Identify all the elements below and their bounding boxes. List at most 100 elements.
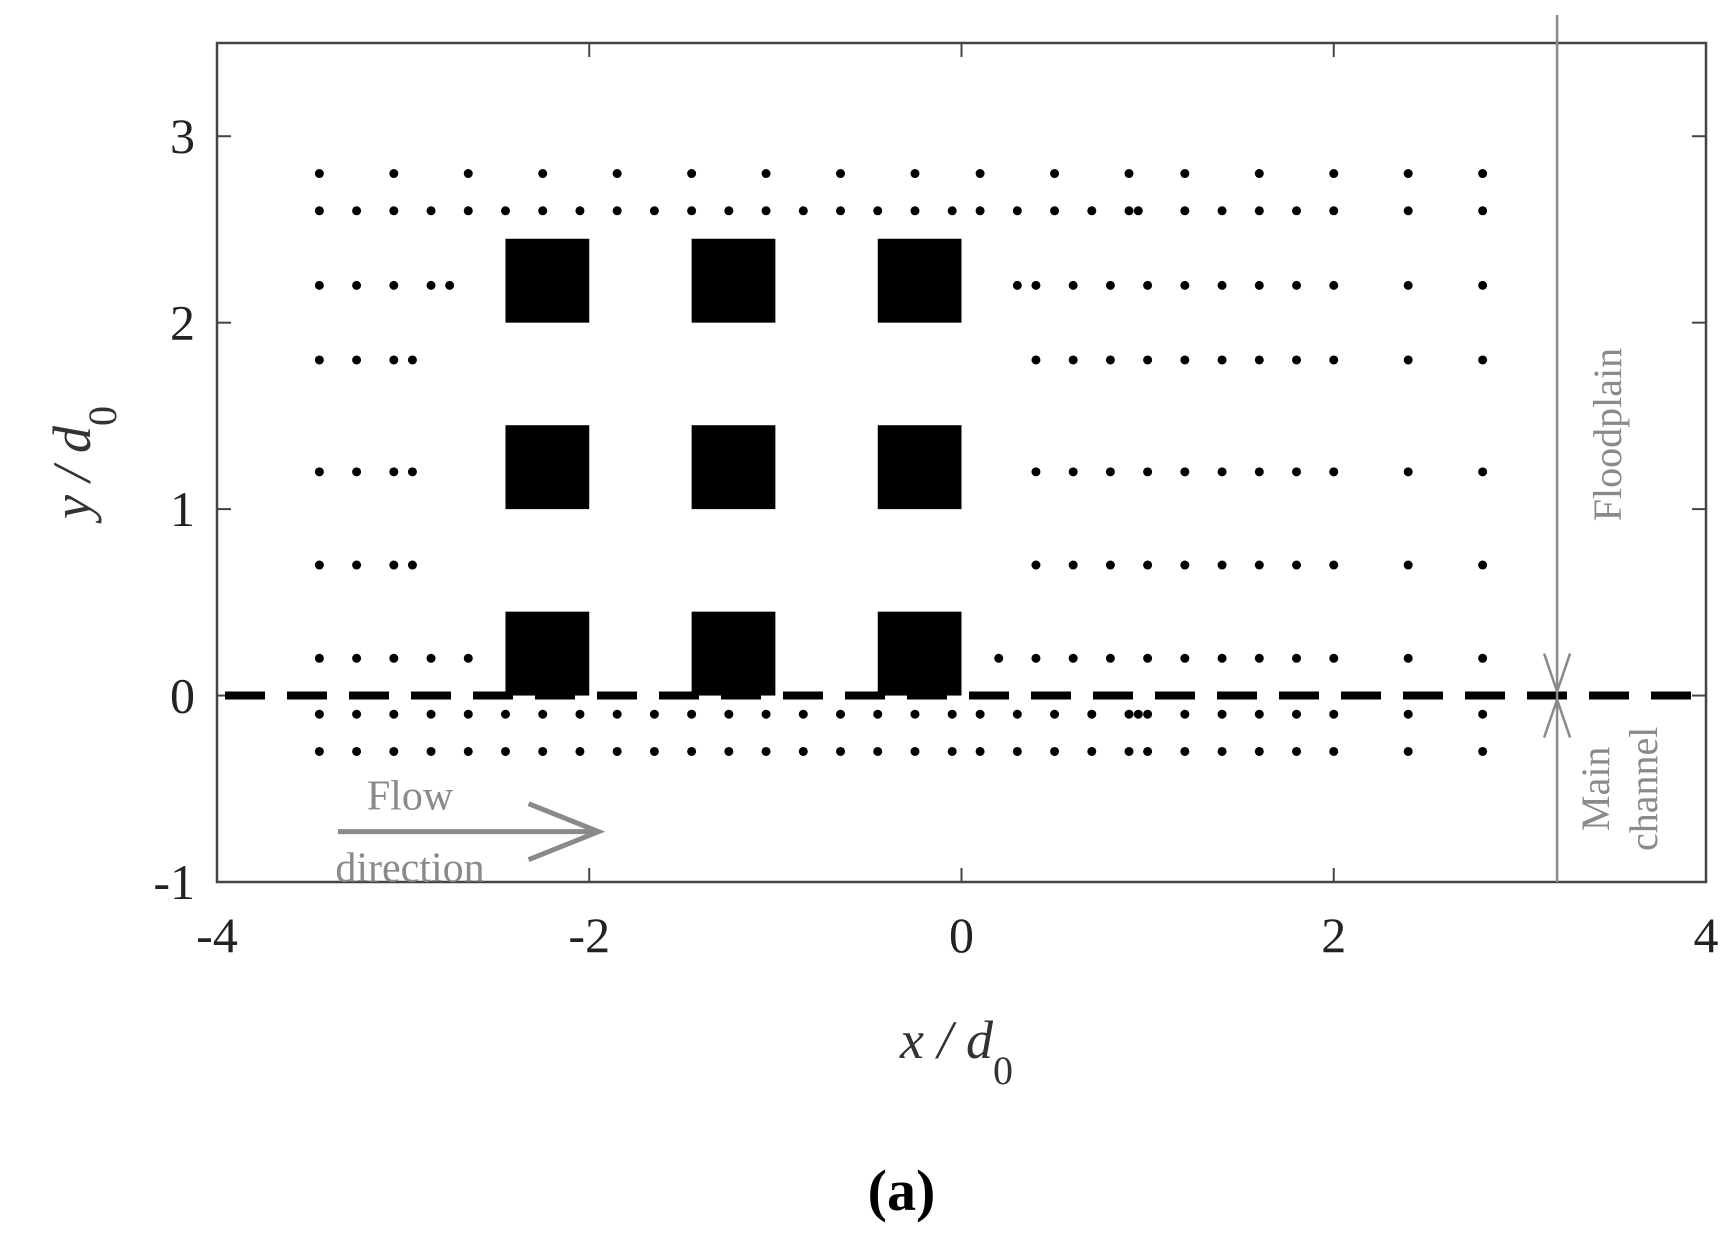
measurement-point: [1031, 653, 1041, 663]
x-tick-label: 4: [1694, 907, 1719, 963]
measurement-point: [1143, 746, 1153, 756]
y-axis-label-main: y / d: [42, 425, 102, 524]
measurement-point: [1478, 653, 1488, 663]
measurement-point: [1180, 709, 1190, 719]
measurement-point: [1012, 280, 1022, 290]
measurement-point: [975, 206, 985, 216]
measurement-point: [463, 206, 473, 216]
measurement-point: [314, 169, 324, 179]
measurement-point: [1143, 709, 1153, 719]
measurement-point: [1403, 206, 1413, 216]
y-tick-label: 1: [170, 481, 195, 537]
measurement-point: [1329, 746, 1339, 756]
measurement-point: [407, 560, 417, 570]
measurement-point: [836, 169, 846, 179]
measurement-point: [1292, 355, 1302, 365]
measurement-point: [1329, 355, 1339, 365]
x-tick-label: -2: [568, 907, 610, 963]
measurement-point: [1105, 653, 1115, 663]
measurement-point: [798, 746, 808, 756]
measurement-point: [1124, 206, 1134, 216]
measurement-point: [389, 355, 399, 365]
measurement-point: [1031, 355, 1041, 365]
measurement-point: [975, 169, 985, 179]
measurement-point: [463, 169, 473, 179]
measurement-point: [389, 169, 399, 179]
measurement-point: [1133, 709, 1143, 719]
measurement-point: [910, 709, 920, 719]
flow-label-line1: Flow: [367, 774, 454, 820]
measurement-point: [463, 653, 473, 663]
measurement-point: [352, 653, 362, 663]
measurement-point: [1068, 560, 1078, 570]
measurement-point: [1068, 653, 1078, 663]
measurement-point: [389, 653, 399, 663]
measurement-point: [975, 746, 985, 756]
measurement-point: [389, 746, 399, 756]
obstacle-block: [505, 238, 590, 323]
measurement-point: [407, 467, 417, 477]
measurement-point: [1292, 746, 1302, 756]
measurement-point: [910, 746, 920, 756]
measurement-point: [1050, 169, 1060, 179]
measurement-point: [947, 709, 957, 719]
measurement-point: [1143, 560, 1153, 570]
measurement-point: [538, 746, 548, 756]
obstacle-block: [505, 425, 590, 510]
y-axis-label: y / d0: [42, 406, 125, 524]
measurement-point: [649, 206, 659, 216]
measurement-point: [1403, 467, 1413, 477]
measurement-point: [352, 709, 362, 719]
measurement-point: [1133, 206, 1143, 216]
measurement-point: [1292, 709, 1302, 719]
measurement-point: [352, 206, 362, 216]
measurement-point: [1329, 467, 1339, 477]
measurement-point: [1031, 467, 1041, 477]
measurement-point: [1124, 709, 1134, 719]
measurement-point: [1087, 206, 1097, 216]
measurement-point: [500, 709, 510, 719]
measurement-point: [1217, 709, 1227, 719]
measurement-point: [687, 746, 697, 756]
measurement-point: [1217, 467, 1227, 477]
y-tick-label: 2: [170, 295, 195, 351]
measurement-point: [407, 355, 417, 365]
x-tick-label: 0: [949, 907, 974, 963]
measurement-point: [314, 709, 324, 719]
measurement-point: [314, 653, 324, 663]
measurement-point: [352, 355, 362, 365]
measurement-point: [1105, 467, 1115, 477]
measurement-point: [1254, 746, 1264, 756]
y-tick-label: 0: [170, 668, 195, 724]
measurement-point: [575, 206, 585, 216]
x-tick-label: 2: [1321, 907, 1346, 963]
measurement-point: [500, 746, 510, 756]
measurement-point: [1254, 280, 1264, 290]
measurement-point: [1403, 653, 1413, 663]
measurement-point: [1180, 355, 1190, 365]
measurement-point: [426, 280, 436, 290]
measurement-point: [1180, 560, 1190, 570]
main-channel-label-line1: Main: [1573, 747, 1618, 831]
measurement-point: [1478, 746, 1488, 756]
measurement-point: [836, 206, 846, 216]
measurement-point: [1050, 709, 1060, 719]
axis-labels: x / d0 y / d0 (a): [42, 406, 1013, 1223]
x-tick-label: -4: [196, 907, 238, 963]
measurement-point: [1068, 280, 1078, 290]
measurement-point: [1143, 467, 1153, 477]
measurement-point: [873, 746, 883, 756]
measurement-point: [1478, 280, 1488, 290]
measurement-point: [1329, 280, 1339, 290]
measurement-point: [1087, 746, 1097, 756]
obstacle-block: [877, 425, 962, 510]
measurement-point: [761, 709, 771, 719]
measurement-point: [1143, 280, 1153, 290]
measurement-point: [1031, 560, 1041, 570]
measurement-point: [1478, 467, 1488, 477]
measurement-point: [1329, 206, 1339, 216]
measurement-point: [1403, 355, 1413, 365]
measurement-point: [1180, 206, 1190, 216]
measurement-point: [910, 169, 920, 179]
